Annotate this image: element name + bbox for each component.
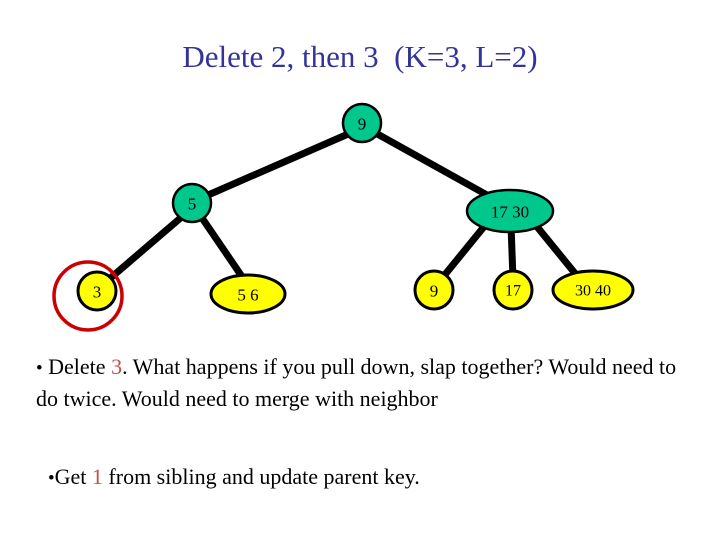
- bullet-2-text-before: Get: [54, 464, 92, 489]
- tree-leaf-30-40: 30 40: [551, 269, 635, 311]
- edge-5-to-3: [103, 211, 188, 285]
- tree-node-root: 9: [341, 102, 383, 144]
- btree-diagram: 9 5 17 30 3 5 6: [0, 95, 720, 340]
- tree-leaf-17: 17: [492, 269, 534, 311]
- tree-node-17-30: 17 30: [465, 188, 555, 234]
- tree-leaf-5-6-label: 5 6: [237, 286, 258, 305]
- edge-5-to-5-6: [196, 211, 249, 285]
- tree-node-5: 5: [171, 182, 213, 224]
- tree-edges: [103, 127, 582, 285]
- edge-17-30-to-30-40: [530, 219, 582, 281]
- tree-leaf-9-label: 9: [430, 282, 439, 301]
- bullet-2-text-after: from sibling and update parent key.: [102, 464, 420, 489]
- tree-leaf-9: 9: [413, 269, 455, 311]
- tree-leaf-30-40-label: 30 40: [575, 283, 611, 300]
- bullet-1-text-after: . What happens if you pull down, slap to…: [36, 354, 677, 411]
- red-circle-annotation: [52, 260, 124, 332]
- tree-leaf-3: 3: [76, 270, 118, 312]
- bullet-1-highlight: 3: [111, 354, 123, 379]
- bullet-item-2: •Get 1 from sibling and update parent ke…: [48, 462, 698, 494]
- edge-17-30-to-9: [439, 219, 491, 281]
- bullet-item-1: • Delete 3. What happens if you pull dow…: [36, 352, 700, 414]
- bullet-marker-1: •: [36, 358, 43, 379]
- bullet-2-highlight: 1: [91, 464, 103, 489]
- tree-node-5-label: 5: [188, 195, 197, 214]
- tree-node-17-30-label: 17 30: [491, 203, 529, 222]
- tree-leaf-17-label: 17: [505, 283, 521, 300]
- edge-root-to-5: [195, 127, 359, 203]
- edge-root-to-17-30: [368, 127, 509, 209]
- tree-node-root-label: 9: [358, 115, 367, 134]
- page-title: Delete 2, then 3 (K=3, L=2): [182, 39, 538, 74]
- tree-leaf-3-label: 3: [93, 283, 102, 302]
- bullet-marker-2: •: [48, 468, 55, 489]
- tree-leaf-5-6: 5 6: [209, 273, 287, 315]
- bullet-1-text-before: Delete: [42, 354, 112, 379]
